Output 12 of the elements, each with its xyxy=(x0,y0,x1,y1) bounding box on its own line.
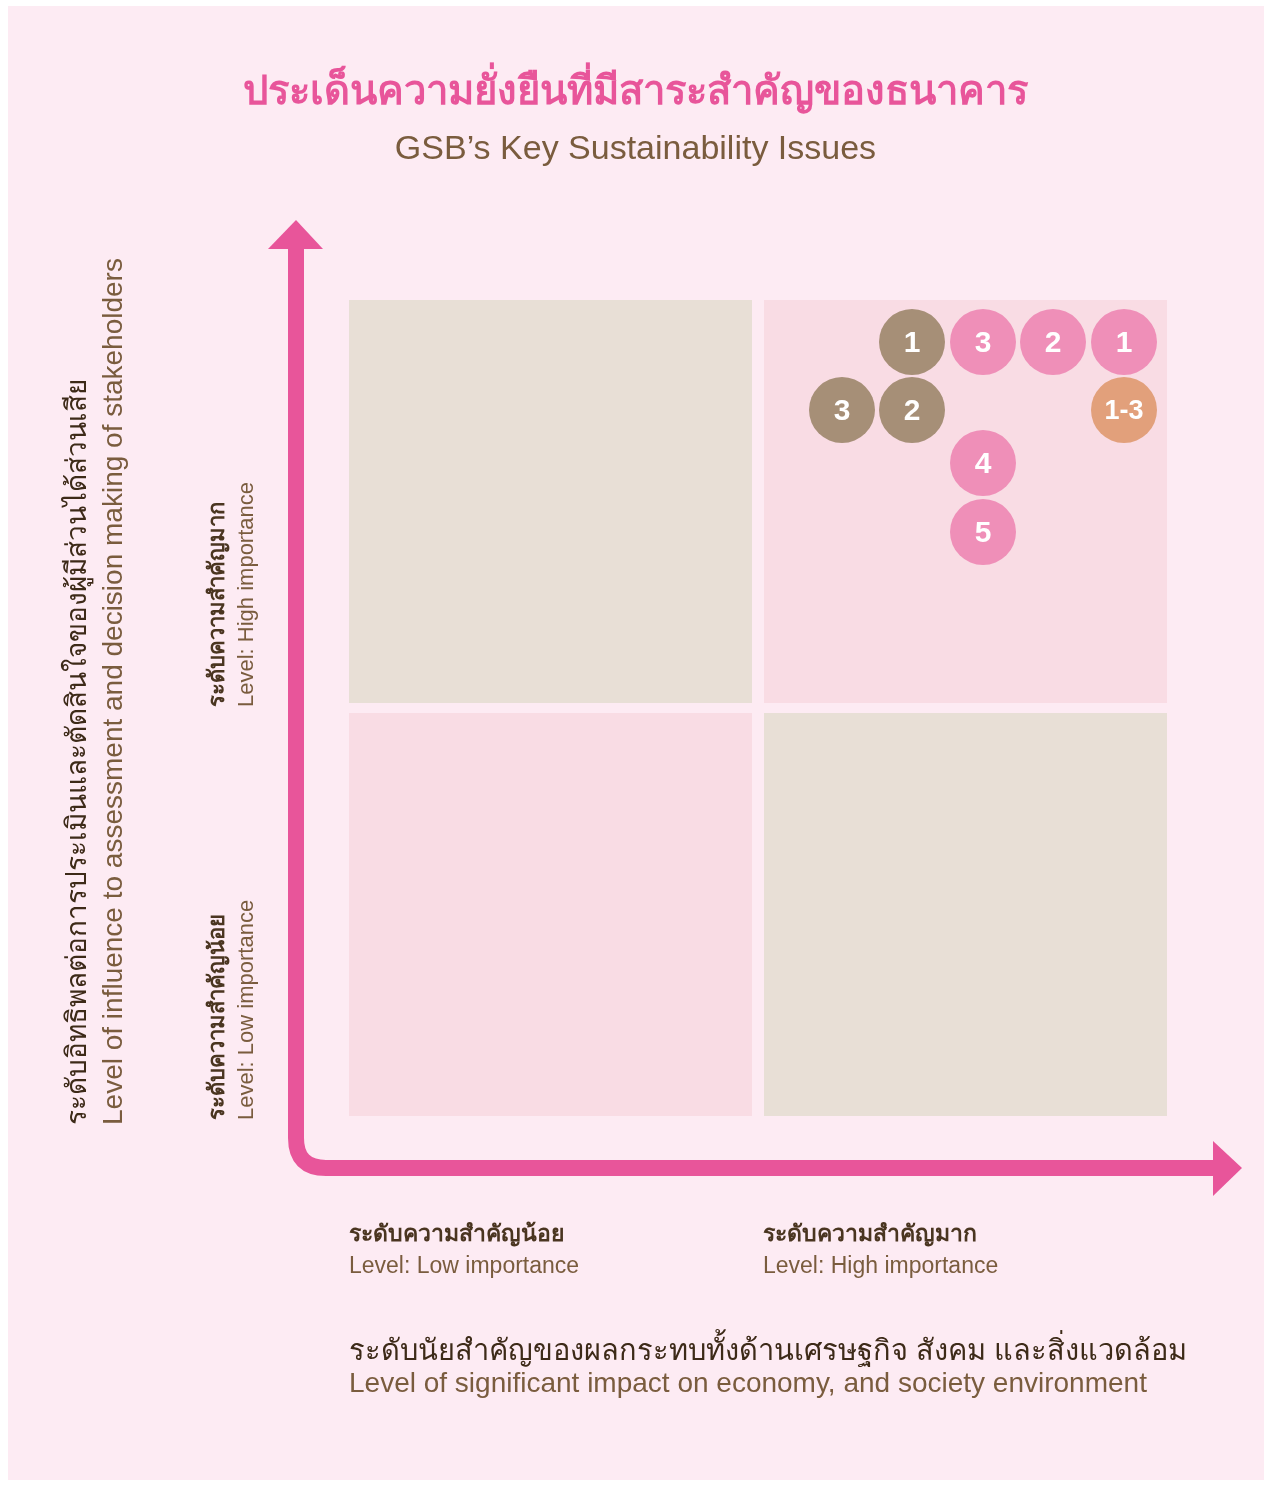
axis-level-label: ระดับความสำคัญน้อย xyxy=(349,1219,564,1249)
title: ประเด็นความยั่งยืนที่มีสาระสำคัญของธนาคาร xyxy=(0,58,1271,122)
axis-title: ระดับอิทธิพลต่อการประเมินและตัดสินใจของผู้มีส่วนได้ส่วนเสีย xyxy=(59,379,95,1125)
axis-level-label: ระดับความสำคัญน้อย xyxy=(203,914,231,1120)
axis-level-label: Level: High importance xyxy=(763,1252,999,1279)
axis-level-label: ระดับความสำคัญมาก xyxy=(763,1219,977,1249)
axis-title: Level of influence to assessment and decision making of stakeholders xyxy=(96,258,129,1125)
axis-level-label: Level: Low importance xyxy=(349,1252,580,1279)
subtitle: GSB’s Key Sustainability Issues xyxy=(393,128,878,167)
axis-level-label: Level: High importance xyxy=(232,482,259,707)
axis-level-label: Level: Low importance xyxy=(232,899,259,1120)
axis-level-label: ระดับความสำคัญมาก xyxy=(203,502,231,707)
